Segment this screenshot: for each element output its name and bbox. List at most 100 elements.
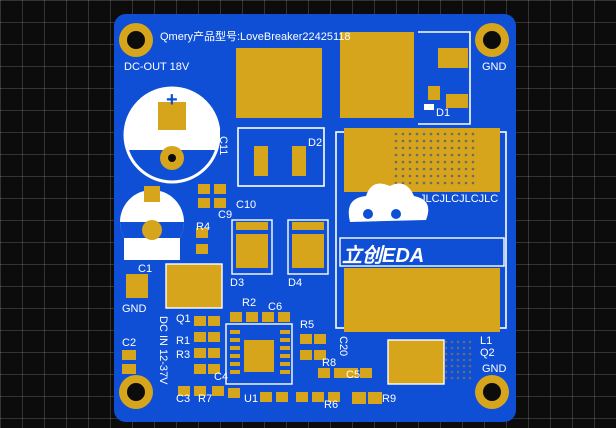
via: [471, 146, 475, 150]
smd-pad: [194, 386, 206, 396]
c10-pad-a: [198, 184, 210, 194]
via: [471, 167, 475, 171]
via: [429, 146, 433, 150]
via: [401, 181, 405, 185]
via: [436, 139, 440, 143]
r4-label: R4: [196, 221, 210, 233]
via-grid-bottom: [444, 340, 472, 380]
u1-pin: [230, 338, 240, 342]
via: [462, 352, 466, 356]
q1-footprint: [126, 263, 223, 309]
via: [450, 352, 454, 356]
via: [436, 132, 440, 136]
via: [457, 139, 461, 143]
q2-label: Q2: [480, 347, 495, 359]
via: [464, 139, 468, 143]
via: [468, 364, 472, 368]
via: [456, 352, 460, 356]
u1-pin: [230, 362, 240, 366]
via: [443, 146, 447, 150]
via: [408, 146, 412, 150]
via: [444, 340, 448, 344]
smd-pad: [228, 388, 240, 398]
via: [471, 160, 475, 164]
c11-capacitor: [123, 86, 228, 184]
c1-capacitor: [120, 186, 184, 260]
plus-label: +: [166, 89, 178, 111]
via: [444, 364, 448, 368]
d4-label: D4: [288, 277, 302, 289]
via: [464, 160, 468, 164]
u1-pin: [230, 330, 240, 334]
gnd-left-label: GND: [122, 303, 147, 315]
smd-pad: [300, 334, 312, 344]
via: [462, 358, 466, 362]
mounting-hole-bottom-right: [475, 375, 509, 409]
l1-inductor: [335, 128, 507, 332]
r5-label: R5: [300, 319, 314, 331]
via: [464, 132, 468, 136]
via: [408, 174, 412, 178]
via: [444, 352, 448, 356]
logo-label: 立创EDA: [342, 244, 424, 267]
via: [415, 146, 419, 150]
via: [457, 153, 461, 157]
via: [394, 174, 398, 178]
via: [468, 376, 472, 380]
via: [422, 167, 426, 171]
smd-pad: [178, 386, 190, 396]
via: [471, 153, 475, 157]
via: [462, 370, 466, 374]
smd-pad: [230, 312, 242, 322]
dc-in-label: DC IN 12-37V: [157, 316, 169, 385]
via: [408, 153, 412, 157]
smd-pad: [334, 368, 346, 378]
r9-pad-a: [352, 392, 366, 404]
via: [464, 167, 468, 171]
via: [436, 174, 440, 178]
via: [464, 153, 468, 157]
via: [471, 139, 475, 143]
via: [450, 139, 454, 143]
via: [456, 370, 460, 374]
smd-pad: [328, 392, 340, 402]
via: [444, 346, 448, 350]
dc-out-label: DC-OUT 18V: [124, 61, 190, 73]
c10-pad-b: [214, 184, 226, 194]
via: [422, 146, 426, 150]
via: [443, 174, 447, 178]
r4-pad-b: [196, 244, 208, 254]
u1-label: U1: [244, 393, 258, 405]
c9-pad-b: [214, 198, 226, 208]
via: [429, 181, 433, 185]
smd-pad: [208, 316, 220, 326]
via: [456, 340, 460, 344]
via: [394, 132, 398, 136]
c6-label: C6: [268, 301, 282, 313]
via: [450, 174, 454, 178]
jlc-label: JLCJLCJLCJLC: [420, 193, 498, 205]
via: [415, 181, 419, 185]
r2-label: R2: [242, 297, 256, 309]
u1-pin: [280, 338, 290, 342]
via: [429, 139, 433, 143]
via: [436, 153, 440, 157]
via: [401, 174, 405, 178]
via: [429, 160, 433, 164]
via: [415, 153, 419, 157]
r4-pad-a: [196, 228, 208, 238]
via: [415, 174, 419, 178]
via: [394, 167, 398, 171]
via: [457, 167, 461, 171]
via: [422, 132, 426, 136]
via: [429, 174, 433, 178]
via: [408, 160, 412, 164]
u1-pin: [280, 330, 290, 334]
c5-label: C5: [346, 369, 360, 381]
via: [456, 346, 460, 350]
c2-label: C2: [122, 337, 136, 349]
q1-label: Q1: [176, 313, 191, 325]
u1-pin: [280, 370, 290, 374]
via: [468, 370, 472, 374]
mounting-hole-top-left: [119, 23, 153, 57]
